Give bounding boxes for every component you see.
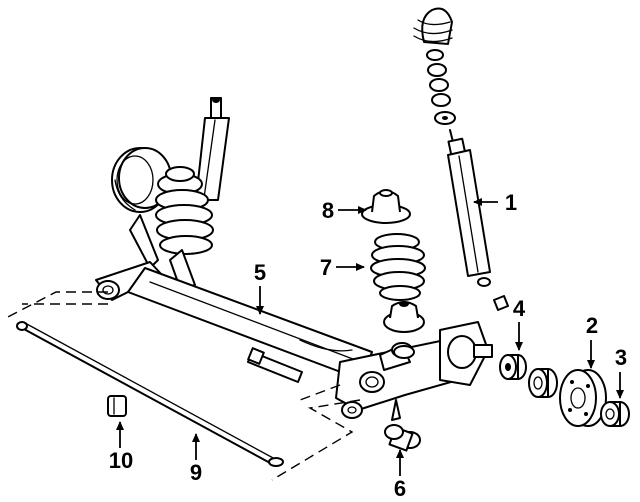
right-shock-absorber bbox=[413, 7, 509, 311]
callout-4: 4 bbox=[512, 296, 526, 321]
hub-cap bbox=[600, 401, 630, 427]
callout-2: 2 bbox=[585, 313, 599, 338]
mounting-bolt bbox=[247, 347, 303, 383]
callout-10: 10 bbox=[108, 448, 134, 473]
bushing bbox=[499, 354, 527, 380]
callout-5: 5 bbox=[253, 260, 267, 285]
callout-6: 6 bbox=[393, 476, 407, 501]
hub-assembly bbox=[559, 369, 607, 427]
right-trailing-arm bbox=[335, 321, 493, 421]
lower-spring-seat bbox=[383, 301, 425, 359]
right-coil-spring bbox=[370, 233, 426, 301]
callout-8: 8 bbox=[321, 198, 335, 223]
trailing-arm-bushing bbox=[384, 424, 421, 452]
upper-spring-insulator bbox=[361, 189, 411, 224]
callout-3: 3 bbox=[614, 345, 628, 370]
wheel-bearing bbox=[528, 368, 558, 398]
track-bar bbox=[16, 321, 284, 467]
leader-arrows bbox=[116, 198, 624, 476]
left-coil-spring bbox=[155, 166, 214, 255]
callout-7: 7 bbox=[319, 255, 333, 280]
left-shock-absorber bbox=[195, 97, 230, 201]
left-brake-drum bbox=[111, 147, 172, 213]
insulator-pad bbox=[107, 395, 127, 417]
callout-1: 1 bbox=[504, 190, 518, 215]
callout-9: 9 bbox=[189, 460, 203, 485]
phantom-outline bbox=[5, 291, 361, 481]
